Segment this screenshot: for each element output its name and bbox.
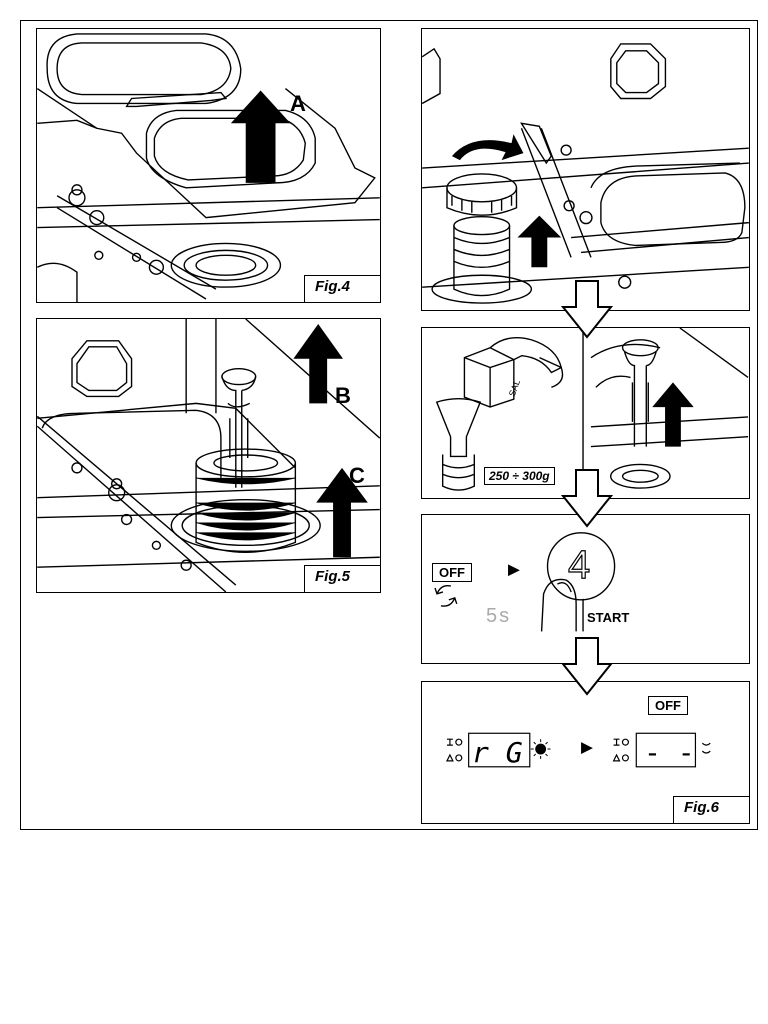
start-label: START <box>587 610 630 625</box>
figure-4-label: Fig.4 <box>304 275 380 302</box>
arrow-label-a: A <box>290 91 306 116</box>
figure-4-illustration <box>37 33 380 302</box>
arrow-down-outline-icon <box>560 280 614 339</box>
off-button[interactable]: OFF <box>432 563 472 582</box>
salt-refill-illustration <box>435 328 749 498</box>
start-program-illustration <box>434 532 616 632</box>
arrow-label-b: B <box>335 383 351 408</box>
delay-text: 5s <box>486 605 512 627</box>
cycle-arrows-icon <box>434 585 458 607</box>
play-triangle-icon <box>581 742 593 754</box>
salt-weight-label: 250 ÷ 300g <box>484 467 555 485</box>
figure-6-salt-panel: SAL 250 ÷ 300g <box>421 327 750 499</box>
play-triangle-icon <box>508 564 520 577</box>
off-button-display[interactable]: OFF <box>648 696 688 715</box>
idle-display: - - <box>644 736 695 769</box>
figure-6-cap-panel <box>421 28 750 311</box>
sun-indicator-icon <box>530 739 551 759</box>
figure-6-label: Fig.6 <box>673 796 749 823</box>
figure-5-label: Fig.5 <box>304 565 380 592</box>
arrow-label-c: C <box>349 463 365 488</box>
program-number[interactable]: 4 <box>567 542 591 587</box>
arrow-down-outline-icon <box>560 637 614 696</box>
figure-6-display-panel: OFF r G - - Fig.6 <box>421 681 750 824</box>
page-frame <box>20 20 758 830</box>
figure-4-panel: A Fig.4 <box>36 28 381 303</box>
arrow-down-outline-icon <box>560 469 614 528</box>
figure-5-panel: B C Fig.5 <box>36 318 381 593</box>
cap-removal-illustration <box>422 43 749 304</box>
display-illustration <box>446 732 711 768</box>
figure-5-illustration <box>37 319 380 592</box>
regen-display: r G <box>472 736 523 769</box>
